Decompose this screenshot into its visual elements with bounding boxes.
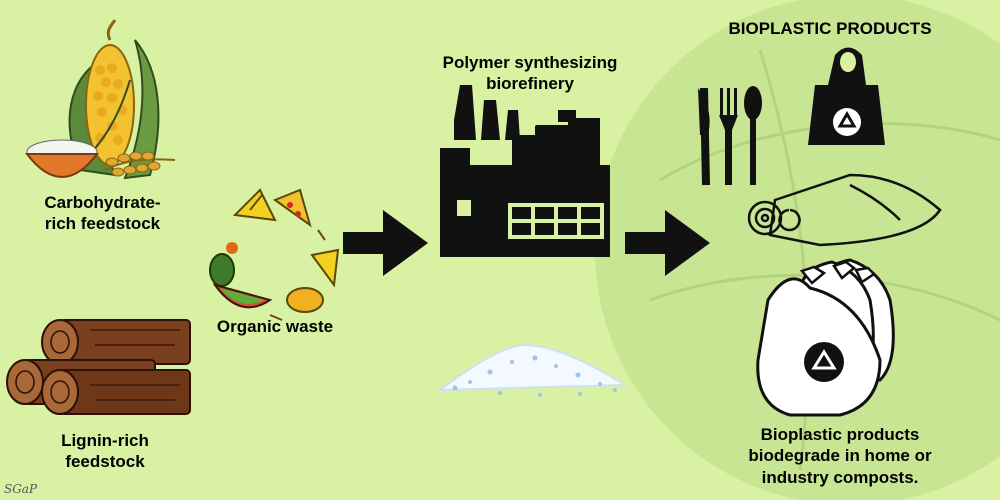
label-line: industry composts. [761, 467, 919, 487]
polymer-powder-icon [436, 343, 629, 397]
label-line: Polymer synthesizing [442, 53, 618, 72]
arrow-icon [625, 210, 710, 276]
label-line: Lignin-rich [61, 431, 149, 450]
biorefinery-label: Polymer synthesizing biorefinery [415, 52, 645, 95]
cutlery-icon [698, 86, 762, 185]
carbohydrate-feedstock-label: Carbohydrate- rich feedstock [25, 192, 180, 235]
biodegrade-label: Bioplastic products biodegrade in home o… [720, 424, 960, 488]
label-line: feedstock [65, 452, 145, 472]
plastic-film-icon [747, 173, 942, 247]
label-line: Bioplastic products [760, 425, 920, 444]
arrow-icon [343, 210, 428, 276]
logs-icon [6, 319, 191, 415]
label-line: biorefinery [486, 74, 574, 94]
plastic-bag-icon [808, 47, 885, 145]
factory-windows [457, 200, 604, 239]
factory-icon [440, 85, 610, 257]
lignin-feedstock-label: Lignin-rich feedstock [30, 430, 180, 473]
signature: SGaP [4, 482, 38, 496]
organic-waste-icon [209, 188, 340, 321]
label-line: Carbohydrate- [44, 193, 161, 212]
label-line: biodegrade in home or [748, 446, 932, 466]
label-line: rich feedstock [44, 214, 161, 234]
organic-waste-label: Organic waste [216, 317, 334, 336]
rice-bowl-icon [24, 139, 100, 178]
bioplastic-products-title: BIOPLASTIC PRODUCTS [728, 19, 932, 38]
wheat-icon [104, 151, 176, 177]
compost-bags-icon [756, 258, 895, 417]
